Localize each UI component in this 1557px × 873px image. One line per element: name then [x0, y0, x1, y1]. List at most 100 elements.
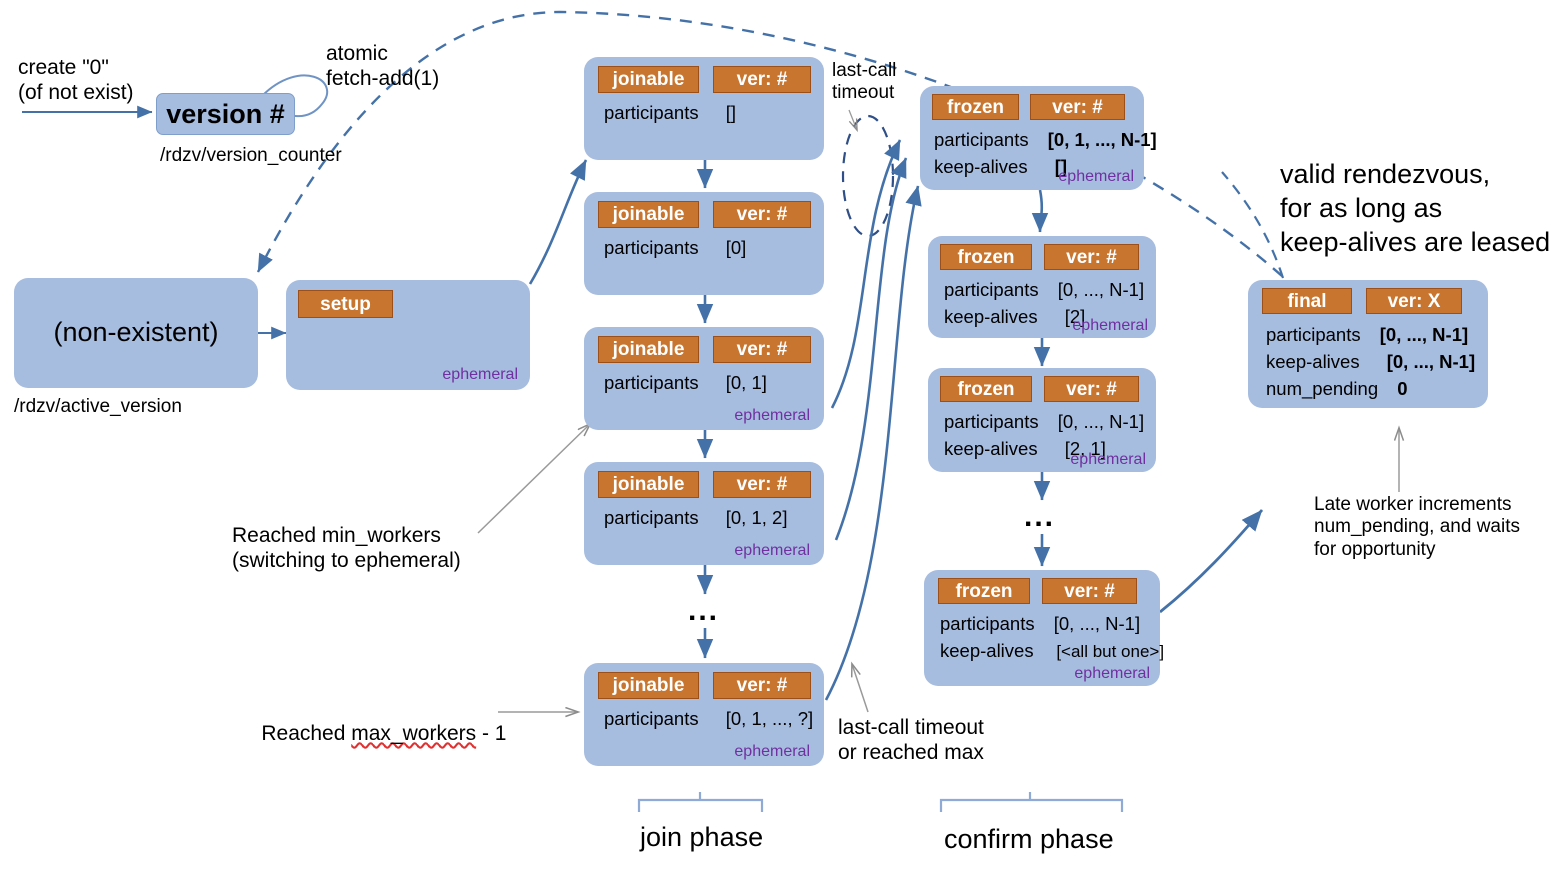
join-4-version-header: ver: #	[713, 471, 811, 498]
frozen-2-row-keepalives: keep-alives [2]	[944, 306, 1085, 328]
frozen-1-keepalives-value: []	[1054, 156, 1068, 177]
arrow-frozen-to-final	[1159, 509, 1264, 614]
frozen-1-participants-value: [0, 1, ..., N-1]	[1047, 129, 1157, 150]
final-version-header: ver: X	[1366, 288, 1462, 314]
state-setup[interactable]: setup ephemeral	[286, 280, 530, 390]
state-non-existent[interactable]: (non-existent)	[14, 278, 258, 388]
frozen-2-keepalives-key: keep-alives	[944, 306, 1038, 327]
final-row-numpending: num_pending 0	[1266, 378, 1408, 400]
final-row-participants: participants [0, ..., N-1]	[1266, 324, 1468, 346]
join-4-status-header: joinable	[598, 471, 699, 498]
join-state-4[interactable]: joinable ver: # participants [0, 1, 2] e…	[584, 462, 824, 565]
join-ellipsis: ...	[688, 594, 720, 627]
min-workers-annotation: Reached min_workers (switching to epheme…	[232, 524, 461, 572]
join-2-key: participants	[604, 237, 699, 258]
frozen-3-version-header: ver: #	[1044, 376, 1139, 402]
join-4-ephemeral-label: ephemeral	[734, 542, 810, 559]
create-label: create "0" (of not exist)	[18, 56, 134, 104]
arrow-frozen-1-2	[1031, 189, 1049, 233]
frozen-2-ephemeral-label: ephemeral	[1072, 317, 1148, 334]
join-1-version-header: ver: #	[713, 66, 811, 93]
final-row-keepalives: keep-alives [0, ..., N-1]	[1266, 351, 1475, 373]
join-5-ephemeral-label: ephemeral	[734, 743, 810, 760]
join-4-key: participants	[604, 507, 699, 528]
frozen-2-row-participants: participants [0, ..., N-1]	[944, 279, 1144, 301]
confirm-ellipsis: ...	[1024, 500, 1056, 533]
join-5-version-header: ver: #	[713, 672, 811, 699]
dashed-timeout-loop	[841, 114, 895, 238]
frozen-4-version-header: ver: #	[1042, 578, 1137, 604]
arrow-join5-to-frozen	[824, 185, 922, 701]
frozen-3-ephemeral-label: ephemeral	[1070, 451, 1146, 468]
dashed-final-link	[1221, 171, 1285, 279]
frozen-4-keepalives-value: [<all but one>]	[1056, 642, 1165, 661]
frozen-2-version-header: ver: #	[1044, 244, 1139, 270]
join-state-1[interactable]: joinable ver: # participants []	[584, 57, 824, 160]
frozen-1-participants-key: participants	[934, 129, 1029, 150]
final-numpending-value: 0	[1397, 378, 1408, 399]
non-existent-label: (non-existent)	[53, 317, 219, 348]
join-1-status-header: joinable	[598, 66, 699, 93]
frozen-4-status-header: frozen	[938, 578, 1030, 604]
join-state-2[interactable]: joinable ver: # participants [0]	[584, 192, 824, 295]
frozen-state-1[interactable]: frozen ver: # participants [0, 1, ..., N…	[920, 86, 1157, 190]
version-counter-path: /rdzv/version_counter	[160, 145, 342, 166]
frozen-3-row-participants: participants [0, ..., N-1]	[944, 411, 1144, 433]
frozen-2-participants-key: participants	[944, 279, 1039, 300]
frozen-4-participants-value: [0, ..., N-1]	[1053, 613, 1141, 634]
frozen-2-keepalives-value: [2]	[1064, 306, 1086, 327]
valid-rendezvous-note: valid rendezvous, for as long as keep-al…	[1280, 159, 1551, 257]
join-5-value: [0, 1, ..., ?]	[725, 708, 814, 729]
frozen-3-keepalives-key: keep-alives	[944, 438, 1038, 459]
brace-join-phase	[637, 792, 764, 812]
max-workers-suffix: - 1	[476, 721, 507, 745]
setup-status-header: setup	[298, 290, 393, 318]
active-version-path: /rdzv/active_version	[14, 396, 182, 417]
frozen-3-status-header: frozen	[940, 376, 1032, 402]
join-2-value: [0]	[725, 237, 747, 258]
join-5-status-header: joinable	[598, 672, 699, 699]
atomic-fetch-add-label: atomic fetch-add(1)	[326, 42, 440, 90]
brace-confirm-phase	[939, 792, 1124, 812]
arrow-lastcall-bottom-pointer	[852, 664, 869, 713]
join-5-key: participants	[604, 708, 699, 729]
arrow-min-workers-pointer	[477, 424, 590, 534]
final-state[interactable]: final ver: X participants [0, ..., N-1] …	[1248, 280, 1488, 408]
max-workers-prefix: Reached	[261, 721, 352, 745]
max-workers-keyword: max_workers	[351, 721, 477, 745]
join-1-row-participants: participants []	[604, 102, 736, 124]
late-worker-note: Late worker increments num_pending, and …	[1314, 494, 1520, 560]
join-2-status-header: joinable	[598, 201, 699, 228]
join-3-value: [0, 1]	[725, 372, 767, 393]
frozen-3-row-keepalives: keep-alives [2, 1]	[944, 438, 1106, 460]
final-numpending-key: num_pending	[1266, 378, 1379, 399]
final-status-header: final	[1262, 288, 1352, 314]
join-2-version-header: ver: #	[713, 201, 811, 228]
frozen-4-keepalives-key: keep-alives	[940, 640, 1034, 661]
frozen-1-status-header: frozen	[932, 94, 1019, 120]
join-1-key: participants	[604, 102, 699, 123]
frozen-state-2[interactable]: frozen ver: # participants [0, ..., N-1]…	[928, 236, 1156, 338]
frozen-2-status-header: frozen	[940, 244, 1032, 270]
frozen-state-4[interactable]: frozen ver: # participants [0, ..., N-1]…	[924, 570, 1164, 686]
join-state-5[interactable]: joinable ver: # participants [0, 1, ...,…	[584, 663, 824, 766]
arrow-join4-to-frozen	[834, 157, 908, 541]
final-keepalives-key: keep-alives	[1266, 351, 1360, 372]
frozen-1-row-keepalives: keep-alives []	[934, 156, 1067, 178]
join-4-value: [0, 1, 2]	[725, 507, 788, 528]
final-participants-key: participants	[1266, 324, 1361, 345]
join-2-row-participants: participants [0]	[604, 237, 746, 259]
final-keepalives-value: [0, ..., N-1]	[1386, 351, 1476, 372]
join-3-version-header: ver: #	[713, 336, 811, 363]
join-state-3[interactable]: joinable ver: # participants [0, 1] ephe…	[584, 327, 824, 430]
join-5-row-participants: participants [0, 1, ..., ?]	[604, 708, 813, 730]
arrow-lastcall-to-loop	[848, 109, 857, 130]
frozen-state-3[interactable]: frozen ver: # participants [0, ..., N-1]…	[928, 368, 1156, 472]
frozen-3-keepalives-value: [2, 1]	[1064, 438, 1106, 459]
join-3-key: participants	[604, 372, 699, 393]
frozen-3-participants-key: participants	[944, 411, 1039, 432]
version-counter-node[interactable]: version #	[156, 93, 295, 135]
frozen-4-row-keepalives: keep-alives [<all but one>]	[940, 640, 1164, 662]
setup-ephemeral-label: ephemeral	[442, 366, 518, 383]
